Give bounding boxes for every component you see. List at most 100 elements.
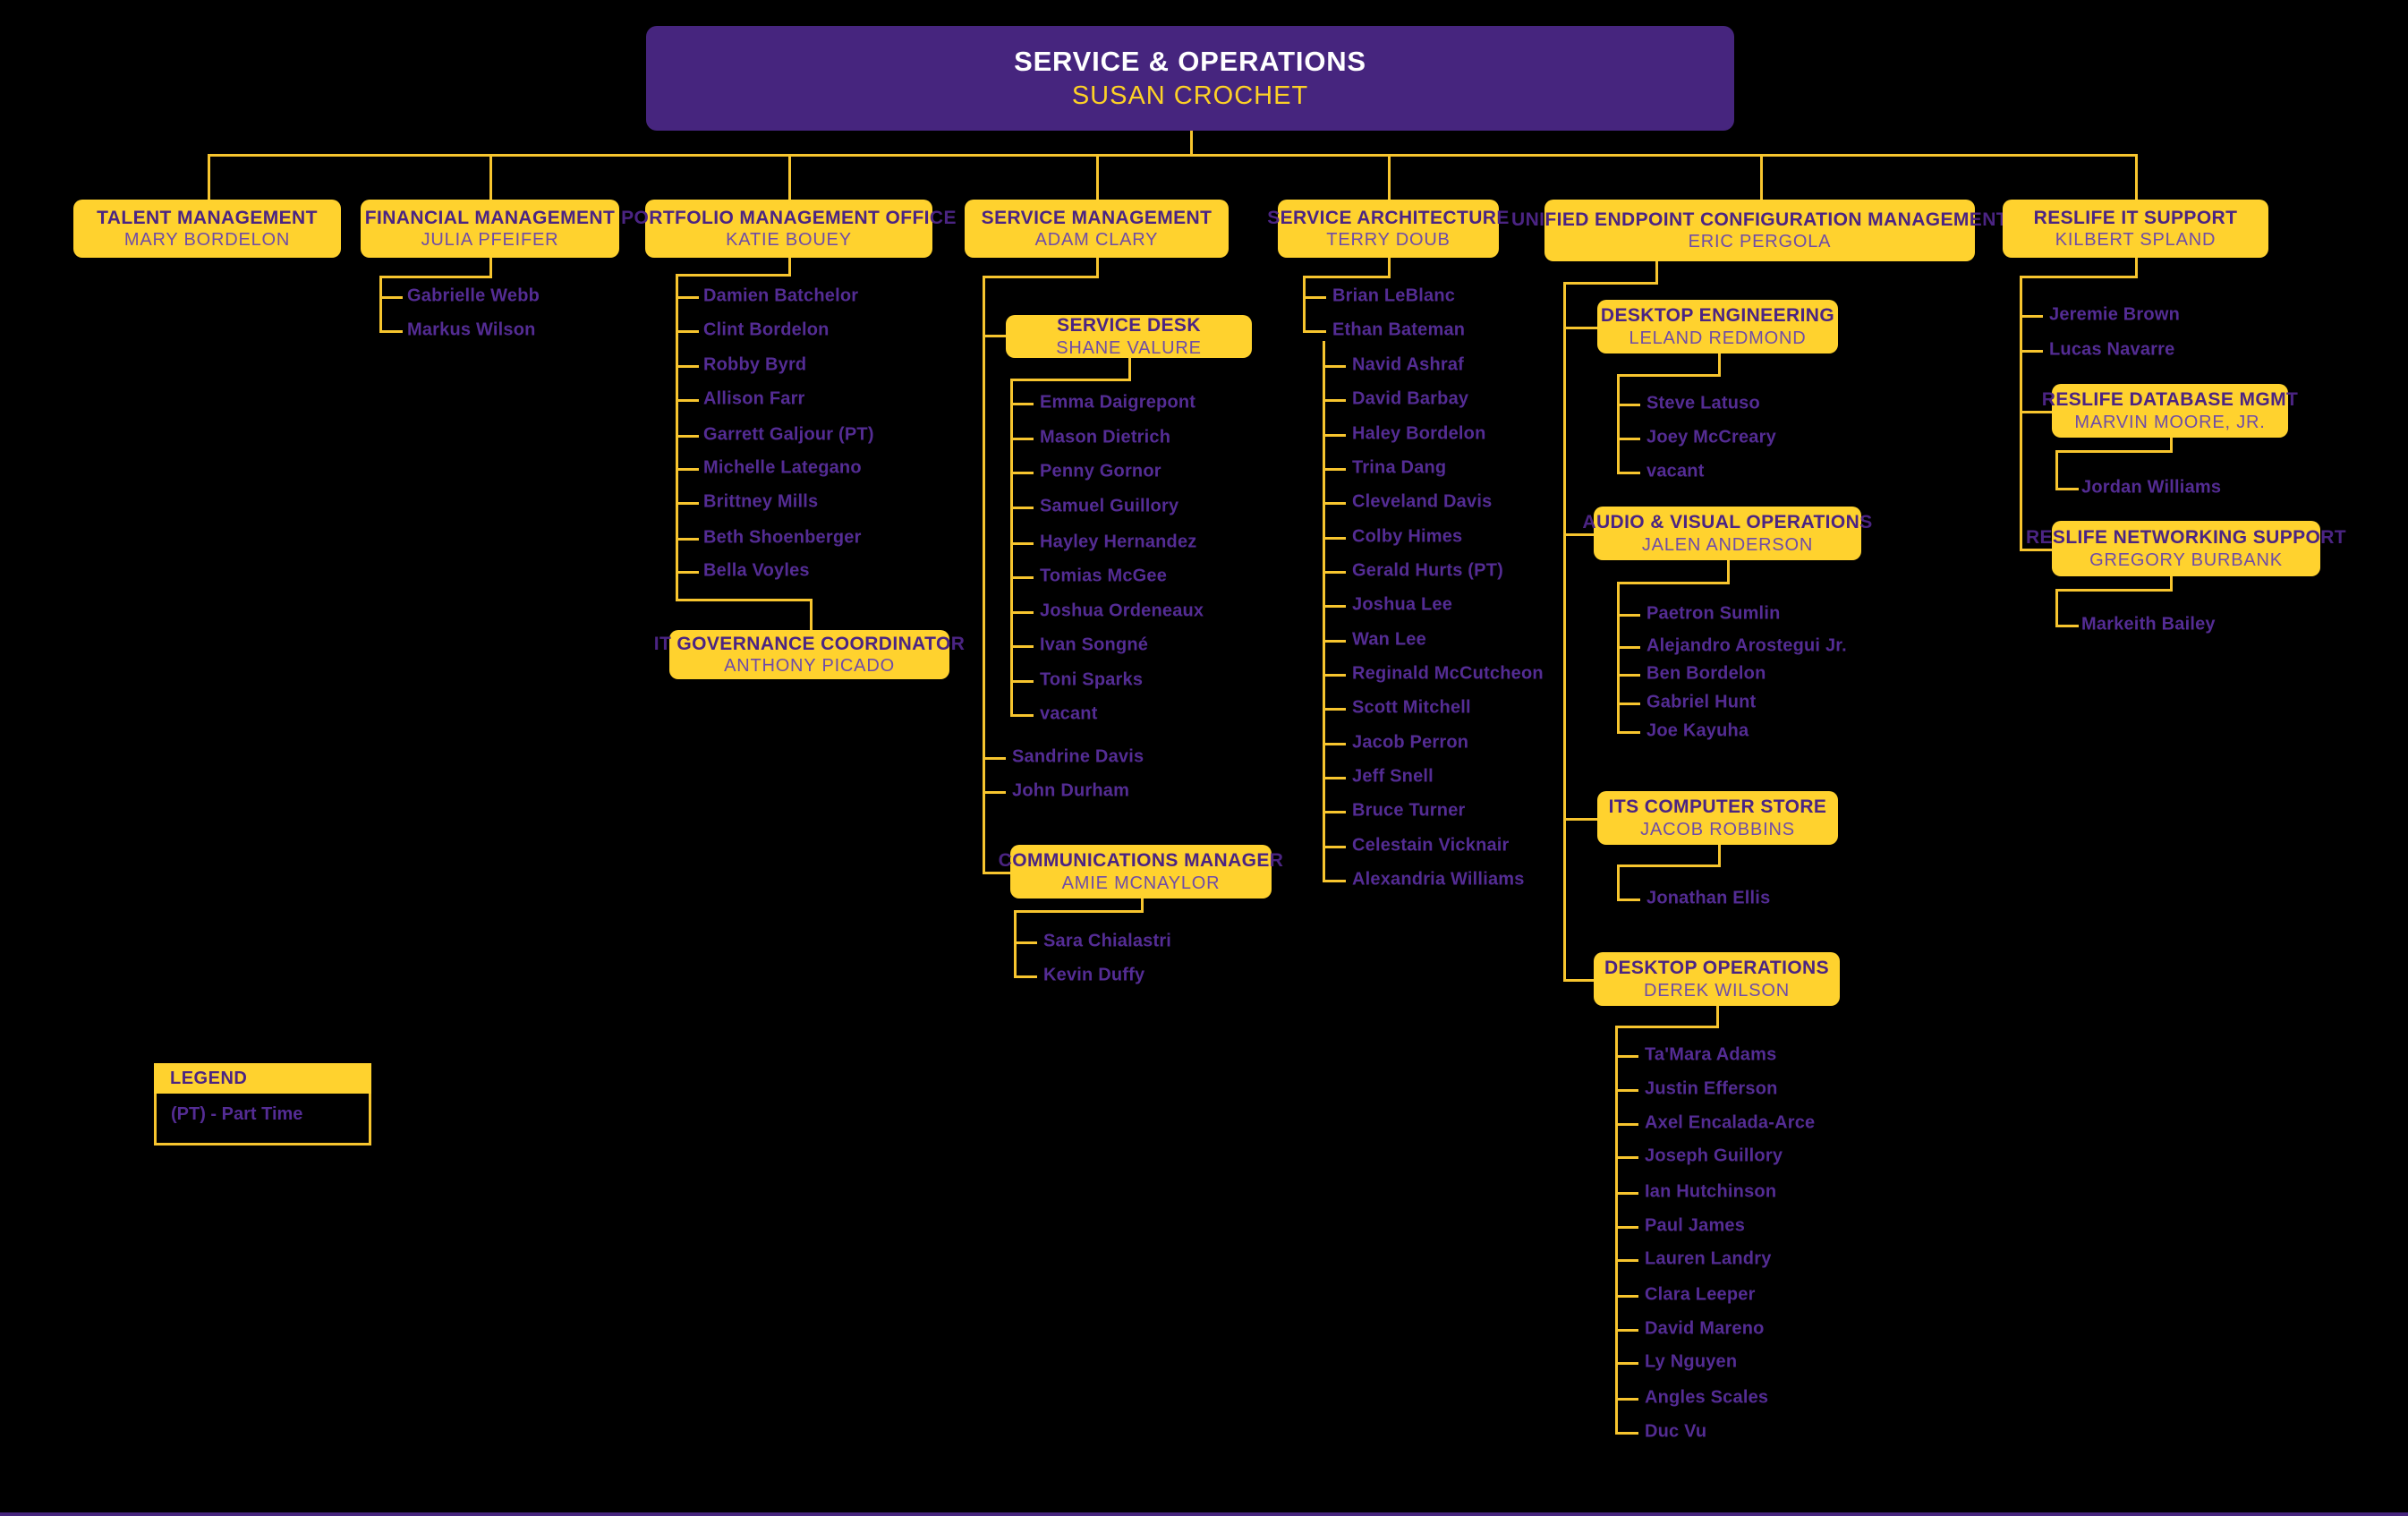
connector-line [2170, 438, 2173, 453]
connector-line [983, 757, 1006, 760]
connector-line [676, 274, 678, 601]
connector-line [983, 791, 1006, 794]
connector-line [1323, 846, 1346, 848]
legend-header: LEGEND [154, 1063, 371, 1094]
connector-line [1323, 708, 1346, 711]
person-joseph-guillory: Joseph Guillory [1645, 1146, 1783, 1166]
person-gabrielle-webb: Gabrielle Webb [407, 285, 540, 306]
person-wan-lee: Wan Lee [1352, 629, 1426, 650]
dept-person: KILBERT SPLAND [2055, 230, 2217, 251]
dept-title: SERVICE MANAGEMENT [981, 207, 1213, 228]
connector-line [2020, 350, 2043, 353]
person-jeff-snell: Jeff Snell [1352, 766, 1434, 787]
connector-line [1718, 353, 1721, 377]
connector-line [1563, 327, 1597, 329]
connector-line [1617, 614, 1640, 617]
connector-line [1010, 472, 1034, 474]
legend-title: LEGEND [170, 1068, 248, 1088]
connector-line [1617, 438, 1640, 440]
org-root-box: SERVICE & OPERATIONS SUSAN CROCHET [646, 26, 1734, 131]
person-sandrine-davis: Sandrine Davis [1012, 746, 1144, 767]
person-lauren-landry: Lauren Landry [1645, 1248, 1772, 1269]
connector-line [1727, 560, 1730, 584]
person-ivan-songn: Ivan Songné [1040, 635, 1149, 655]
connector-line [2055, 589, 2058, 627]
connector-line [1014, 910, 1144, 913]
person-brian-leblanc: Brian LeBlanc [1332, 285, 1456, 306]
connector-line [489, 154, 492, 200]
connector-line [1617, 674, 1640, 677]
connector-line [1323, 605, 1346, 608]
person-paul-james: Paul James [1645, 1215, 1746, 1236]
legend: LEGEND (PT) - Part Time [154, 1063, 371, 1146]
connector-line [1323, 571, 1346, 574]
connector-line [1617, 374, 1721, 377]
dept-person: ANTHONY PICADO [724, 656, 895, 677]
person-jordan-williams: Jordan Williams [2081, 477, 2222, 498]
connector-line [810, 599, 813, 630]
connector-line [1617, 582, 1730, 584]
dept-person: GREGORY BURBANK [2089, 549, 2283, 570]
connector-line [2055, 625, 2079, 627]
connector-line [1617, 472, 1640, 474]
connector-line [1010, 379, 1013, 717]
connector-line [1010, 714, 1034, 717]
connector-line [676, 571, 699, 574]
connector-line [1323, 434, 1346, 437]
connector-line [1323, 674, 1346, 677]
connector-line [1615, 1226, 1638, 1229]
person-duc-vu: Duc Vu [1645, 1421, 1707, 1442]
connector-line [1617, 374, 1620, 474]
person-ian-hutchinson: Ian Hutchinson [1645, 1181, 1777, 1202]
person-jonathan-ellis: Jonathan Ellis [1646, 888, 1771, 908]
connector-line [788, 258, 791, 277]
connector-line [676, 399, 699, 402]
person-ben-bordelon: Ben Bordelon [1646, 663, 1766, 684]
connector-line [1617, 703, 1640, 705]
connector-line [1615, 1055, 1638, 1058]
person-scott-mitchell: Scott Mitchell [1352, 697, 1471, 718]
person-robby-byrd: Robby Byrd [703, 354, 807, 375]
person-jacob-perron: Jacob Perron [1352, 732, 1469, 753]
connector-line [1323, 743, 1346, 745]
person-jeremie-brown: Jeremie Brown [2049, 304, 2180, 325]
connector-line [1323, 777, 1346, 779]
connector-line [676, 468, 699, 471]
connector-line [1323, 502, 1346, 505]
connector-line [788, 154, 791, 200]
dept-title: COMMUNICATIONS MANAGER [998, 850, 1284, 872]
connector-line [1323, 399, 1346, 402]
connector-line [1190, 131, 1193, 154]
person-brittney-mills: Brittney Mills [703, 491, 819, 512]
connector-line [1563, 282, 1658, 285]
connector-line [2135, 258, 2138, 278]
dept-box-unified-endpoint-configuration-management: UNIFIED ENDPOINT CONFIGURATION MANAGEMEN… [1511, 200, 2008, 261]
connector-line [379, 330, 403, 333]
connector-line [2020, 276, 2138, 278]
connector-line [1615, 1362, 1638, 1365]
person-john-durham: John Durham [1012, 780, 1130, 801]
connector-line [1014, 910, 1017, 978]
person-damien-batchelor: Damien Batchelor [703, 285, 859, 306]
connector-line [1615, 1192, 1638, 1195]
connector-line [1617, 582, 1620, 734]
person-bella-voyles: Bella Voyles [703, 560, 810, 581]
connector-line [1323, 365, 1346, 368]
dept-person: MARVIN MOORE, JR. [2074, 412, 2266, 432]
connector-line [1014, 975, 1037, 978]
person-gerald-hurts-pt: Gerald Hurts (PT) [1352, 560, 1503, 581]
person-clint-bordelon: Clint Bordelon [703, 319, 830, 340]
person-haley-bordelon: Haley Bordelon [1352, 423, 1486, 444]
connector-line [983, 276, 1099, 278]
dept-title: SERVICE DESK [1057, 315, 1201, 336]
connector-line [1141, 899, 1144, 913]
connector-line [1323, 811, 1346, 813]
connector-line [2055, 450, 2058, 490]
person-joe-kayuha: Joe Kayuha [1646, 720, 1749, 741]
